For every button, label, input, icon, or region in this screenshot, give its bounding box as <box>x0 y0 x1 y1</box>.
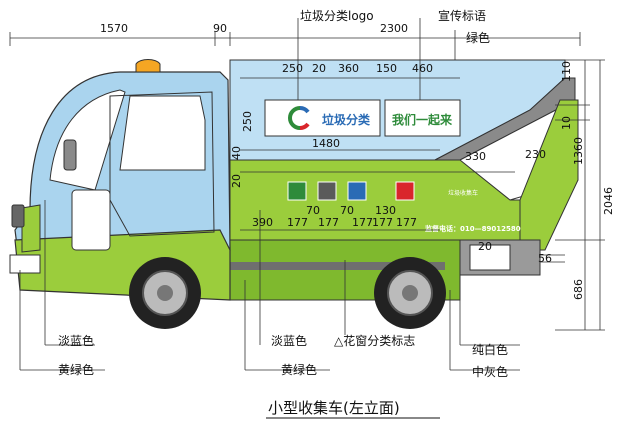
dim-177-a: 177 <box>287 216 308 229</box>
callout-pattern: △花窗分类标志 <box>334 333 415 348</box>
bin-hazardous-icon <box>395 181 415 201</box>
bin-recyclable-icon <box>347 181 367 201</box>
callout-logo: 垃圾分类logo <box>300 8 374 23</box>
dim-686: 686 <box>572 279 585 300</box>
drawing-title: 小型收集车(左立面) <box>268 399 400 417</box>
bin-other-icon <box>317 181 337 201</box>
dim-177-b: 177 <box>318 216 339 229</box>
dim-250-side: 250 <box>241 111 254 132</box>
dim-56: 56 <box>538 252 552 265</box>
callout-light-blue-cab: 淡蓝色 <box>58 334 94 348</box>
cab-side-window <box>119 95 206 171</box>
recycle-logo-icon <box>288 106 310 130</box>
collector-text: 垃圾收集车 <box>448 189 478 197</box>
dim-90: 90 <box>213 22 227 35</box>
dim-1360: 1360 <box>572 137 585 165</box>
dim-40: 40 <box>230 146 243 160</box>
dim-330: 330 <box>465 150 486 163</box>
bin-kitchen-icon <box>287 181 307 201</box>
dim-150: 150 <box>376 62 397 75</box>
dim-2046: 2046 <box>602 187 615 215</box>
dim-70-a: 70 <box>306 204 320 217</box>
dim-250-top: 250 <box>282 62 303 75</box>
callout-gray: 中灰色 <box>472 364 508 379</box>
rear-wheel <box>374 257 446 329</box>
dim-2300: 2300 <box>380 22 408 35</box>
logo-panel <box>264 99 381 137</box>
dim-1480: 1480 <box>312 137 340 150</box>
callout-light-blue-box: 淡蓝色 <box>271 334 307 348</box>
dim-360: 360 <box>338 62 359 75</box>
dim-20-low: 20 <box>478 240 492 253</box>
dim-20-top: 20 <box>312 62 326 75</box>
dimension-lines <box>9 32 605 331</box>
dim-390: 390 <box>252 216 273 229</box>
roof-beacon <box>135 59 161 73</box>
callout-green: 绿色 <box>466 30 490 45</box>
side-mirror <box>63 139 77 171</box>
dim-460: 460 <box>412 62 433 75</box>
front-wheel <box>129 257 201 329</box>
callout-white: 纯白色 <box>472 342 508 357</box>
dim-10: 10 <box>560 116 573 130</box>
slogan-panel <box>384 99 461 137</box>
dim-20-side: 20 <box>230 174 243 188</box>
dim-1570: 1570 <box>100 22 128 35</box>
cargo-hopper <box>519 99 579 251</box>
callout-yellow-green-box: 黄绿色 <box>281 362 317 377</box>
cab-door <box>109 91 215 237</box>
headlight <box>11 204 25 228</box>
chassis-gray <box>230 262 445 270</box>
callout-yellow-green-cab: 黄绿色 <box>58 362 94 377</box>
phone-text: 监督电话：010—89012580 <box>425 224 521 233</box>
dim-130: 130 <box>375 204 396 217</box>
cab-door-lower <box>71 189 111 251</box>
rear-white-block <box>469 244 511 271</box>
slogan-text: 我们一起来 <box>392 112 453 127</box>
dim-177-d: 177 <box>372 216 393 229</box>
dim-177-c: 177 <box>352 216 373 229</box>
dim-230: 230 <box>525 148 546 161</box>
bin-icons <box>287 181 415 201</box>
dim-70-b: 70 <box>340 204 354 217</box>
leader-lines <box>19 18 520 371</box>
callout-slogan: 宣传标语 <box>438 8 486 23</box>
dim-177-e: 177 <box>396 216 417 229</box>
dim-110: 110 <box>560 61 573 82</box>
front-bumper <box>9 254 41 274</box>
cab-front-stripe <box>21 204 41 253</box>
logo-text: 垃圾分类 <box>322 112 371 127</box>
